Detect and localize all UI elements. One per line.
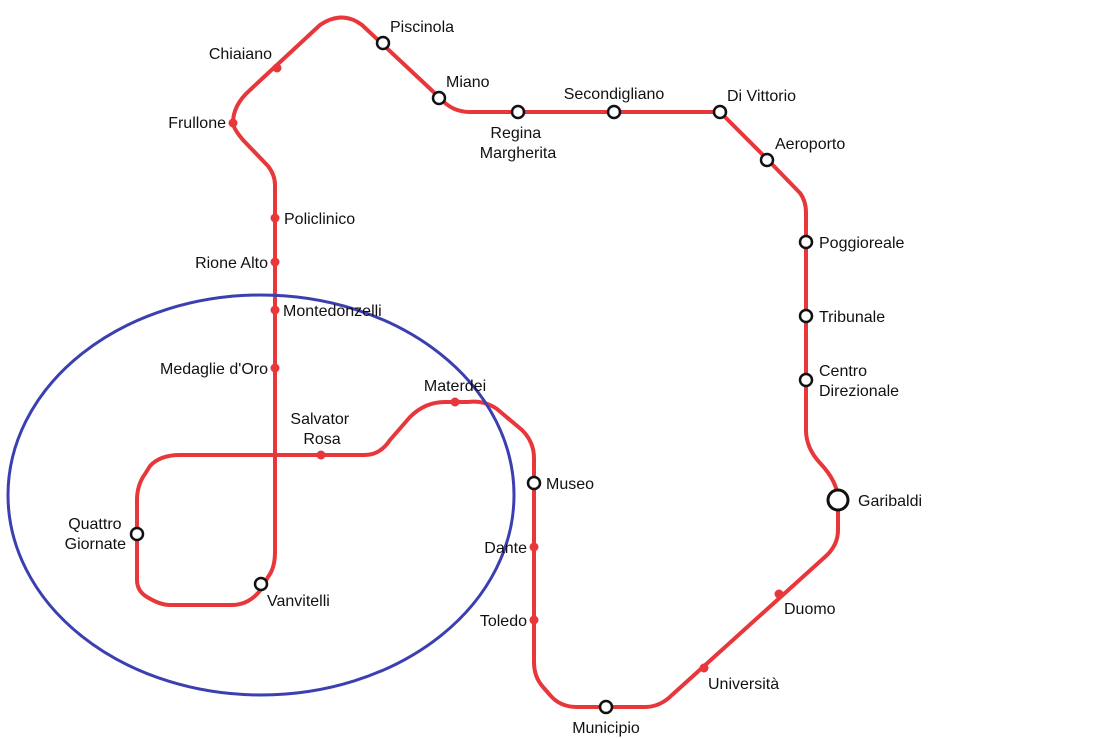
station-labels: Piscinola Chiaiano Miano Frullone Regina… xyxy=(65,19,922,737)
station-tribunale xyxy=(798,308,814,324)
label-salvator-rosa-line2: Rosa xyxy=(303,431,340,448)
stop-medaglie-doro xyxy=(270,363,280,373)
label-duomo: Duomo xyxy=(784,601,836,618)
minor-stops xyxy=(228,63,784,673)
label-museo: Museo xyxy=(546,476,594,493)
label-quattro-giornate: Quattro Giornate xyxy=(65,516,126,553)
label-rione-alto: Rione Alto xyxy=(195,255,268,272)
stop-toledo xyxy=(529,615,539,625)
label-miano: Miano xyxy=(446,74,490,91)
label-aeroporto: Aeroporto xyxy=(775,136,845,153)
station-municipio xyxy=(598,699,614,715)
station-regina-margherita xyxy=(510,104,526,120)
label-centro-direzionale-line1: Centro xyxy=(819,363,867,380)
label-montedonzelli: Montedonzelli xyxy=(283,303,382,320)
stop-materdei xyxy=(450,397,460,407)
station-quattro-giornate xyxy=(129,526,145,542)
stop-frullone xyxy=(228,118,238,128)
label-medaglie-doro: Medaglie d'Oro xyxy=(160,361,268,378)
label-toledo: Toledo xyxy=(480,613,527,630)
stop-policlinico xyxy=(270,213,280,223)
label-salvator-rosa-line1: Salvator xyxy=(290,411,349,428)
label-regina-margherita-line1: Regina xyxy=(490,125,541,142)
label-garibaldi: Garibaldi xyxy=(858,493,922,510)
station-miano xyxy=(431,90,447,106)
label-regina-margherita-line2: Margherita xyxy=(480,145,557,162)
label-piscinola: Piscinola xyxy=(390,19,454,36)
station-poggioreale xyxy=(798,234,814,250)
stop-dante xyxy=(529,542,539,552)
label-municipio: Municipio xyxy=(572,720,640,737)
label-chiaiano: Chiaiano xyxy=(209,46,272,63)
station-piscinola xyxy=(375,35,391,51)
label-regina-margherita: Regina Margherita xyxy=(480,125,557,162)
label-poggioreale: Poggioreale xyxy=(819,235,905,252)
label-quattro-giornate-line1: Quattro xyxy=(68,516,121,533)
label-dante: Dante xyxy=(484,540,527,557)
label-quattro-giornate-line2: Giornate xyxy=(65,536,126,553)
label-universita: Università xyxy=(708,676,779,693)
label-policlinico: Policlinico xyxy=(284,211,355,228)
stop-salvator-rosa xyxy=(316,450,326,460)
label-di-vittorio: Di Vittorio xyxy=(727,88,796,105)
station-secondigliano xyxy=(606,104,622,120)
label-salvator-rosa: Salvator Rosa xyxy=(290,411,353,448)
station-museo xyxy=(526,475,542,491)
label-vanvitelli: Vanvitelli xyxy=(267,593,330,610)
stop-chiaiano xyxy=(272,63,282,73)
label-centro-direzionale-line2: Direzionale xyxy=(819,383,899,400)
label-materdei: Materdei xyxy=(424,378,486,395)
label-tribunale: Tribunale xyxy=(819,309,885,326)
station-di-vittorio xyxy=(712,104,728,120)
highlight-ellipse xyxy=(6,293,516,697)
interchange-stations xyxy=(129,35,850,715)
label-frullone: Frullone xyxy=(168,115,226,132)
station-aeroporto xyxy=(759,152,775,168)
station-garibaldi xyxy=(826,488,850,512)
label-centro-direzionale: Centro Direzionale xyxy=(819,363,899,400)
label-secondigliano: Secondigliano xyxy=(564,86,665,103)
stop-montedonzelli xyxy=(270,305,280,315)
station-centro-direzionale xyxy=(798,372,814,388)
stop-rione-alto xyxy=(270,257,280,267)
stop-duomo xyxy=(774,589,784,599)
stop-universita xyxy=(699,663,709,673)
station-vanvitelli xyxy=(253,576,269,592)
